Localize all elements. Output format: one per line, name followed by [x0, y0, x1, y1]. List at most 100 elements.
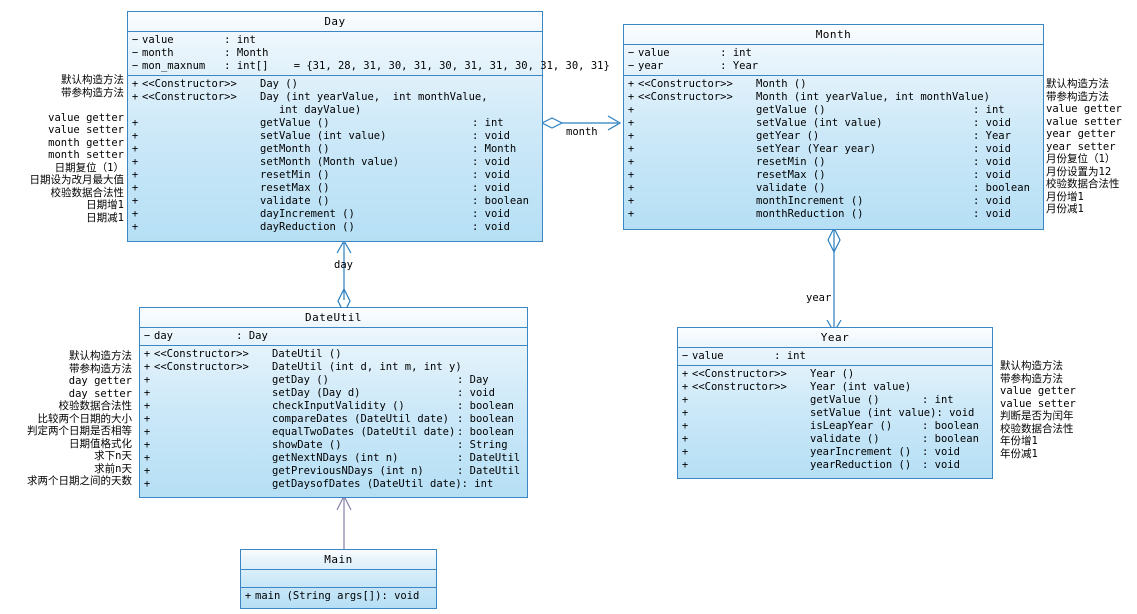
annotation-line: value getter	[1046, 103, 1122, 115]
annotation-line: 带参构造方法	[1000, 372, 1063, 385]
annotation-line: year getter	[1046, 128, 1116, 140]
class-methods-main: +main (String args[]): void	[241, 588, 436, 605]
class-methods-day: +<<Constructor>>Day ()+<<Constructor>>Da…	[128, 76, 542, 236]
attribute-signature: month : Month	[142, 47, 269, 59]
return-type: : void	[922, 446, 960, 458]
class-box-day[interactable]: Day −value : int−month : Month−mon_maxnu…	[127, 11, 610, 242]
method-signature: DateUtil (int d, int m, int y)	[272, 361, 462, 373]
visibility-marker: +	[131, 156, 139, 168]
stereotype-label: <<Constructor>>	[154, 361, 249, 373]
annotation-line: 日期减1	[86, 211, 124, 224]
method-signature: Day (int yearValue, int monthValue,	[260, 91, 488, 103]
method-row: +getYear (): Year	[624, 130, 1043, 143]
stereotype-label: <<Constructor>>	[638, 91, 733, 103]
return-type: : void	[472, 182, 510, 194]
class-methods-month: +<<Constructor>>Month ()+<<Constructor>>…	[624, 76, 1043, 223]
visibility-marker: +	[131, 78, 139, 90]
method-signature: main (String args[])	[255, 590, 382, 602]
annotation-line: 校验数据合法性	[1000, 422, 1074, 435]
method-row: +setValue (int value): void	[678, 407, 992, 420]
method-signature: dayIncrement ()	[260, 208, 355, 220]
visibility-marker: +	[131, 91, 139, 103]
return-type: : Month	[472, 143, 517, 155]
method-row: +resetMin (): void	[128, 169, 542, 182]
dependency-main-dateutil	[336, 494, 352, 549]
return-type: : void	[472, 156, 510, 168]
class-methods-dateutil: +<<Constructor>>DateUtil ()+<<Constructo…	[140, 346, 527, 493]
class-attributes-main	[241, 570, 436, 588]
annotation-line: 带参构造方法	[69, 362, 132, 375]
return-type: : int	[461, 478, 494, 490]
visibility-marker: +	[143, 439, 151, 451]
attribute-signature: value : int	[638, 47, 752, 59]
method-signature: checkInputValidity ()	[272, 400, 405, 412]
method-row: +<<Constructor>> DateUtil (int d, int m, …	[140, 361, 527, 374]
method-signature: getMonth ()	[260, 143, 330, 155]
class-box-main[interactable]: Main +main (String args[]): void	[240, 549, 437, 609]
method-row: +<<Constructor>>Day (int yearValue, int …	[128, 91, 542, 104]
class-title-dateutil: DateUtil	[140, 308, 527, 328]
method-signature: validate ()	[810, 433, 880, 445]
annotation-line: 月份复位（1）	[1046, 153, 1116, 165]
class-attributes-year: −value : int	[678, 348, 992, 366]
visibility-marker: +	[627, 169, 635, 181]
method-signature: Month (int yearValue, int monthValue)	[756, 91, 990, 103]
stereotype-label: <<Constructor>>	[692, 368, 787, 380]
class-box-dateutil[interactable]: DateUtil −day : Day +<<Constructor>>Date…	[139, 307, 528, 498]
return-type: : int	[472, 117, 504, 129]
method-signature: setDay (Day d)	[272, 387, 361, 399]
method-row: +yearReduction (): void	[678, 459, 992, 472]
association-dateutil-day	[336, 239, 352, 315]
return-type: : Year	[973, 130, 1011, 142]
attribute-signature: value : int	[692, 350, 806, 362]
annotation-line: 带参构造方法	[61, 86, 124, 99]
class-box-year[interactable]: Year −value : int +<<Constructor>>Year (…	[677, 327, 993, 479]
method-row: +monthReduction (): void	[624, 208, 1043, 221]
visibility-marker: +	[627, 143, 635, 155]
method-row: +showDate (): String	[140, 439, 527, 452]
method-signature: monthReduction ()	[756, 208, 864, 220]
method-row: +validate (): boolean	[624, 182, 1043, 195]
method-signature: getDay ()	[272, 374, 329, 386]
visibility-marker: +	[627, 130, 635, 142]
attribute-signature: year : Year	[638, 60, 759, 72]
visibility-marker: +	[681, 407, 689, 419]
stereotype-label: <<Constructor>>	[692, 381, 787, 393]
return-type: : void	[973, 195, 1011, 207]
annotation-line: 默认构造方法	[61, 74, 124, 86]
method-signature: monthIncrement ()	[756, 195, 864, 207]
annotation-line: 默认构造方法	[69, 350, 132, 362]
annotation-line: value getter	[1000, 385, 1076, 397]
annotation-line: 年份减1	[1000, 447, 1038, 460]
visibility-marker: −	[627, 47, 635, 59]
class-box-month[interactable]: Month −value : int−year : Year + <<Constr…	[623, 24, 1044, 230]
attribute-signature: value : int	[142, 34, 256, 46]
method-signature: setValue (int value)	[260, 130, 387, 142]
visibility-marker: +	[143, 361, 151, 373]
annotation-line: 月份增1	[1046, 190, 1084, 203]
method-signature: getValue ()	[260, 117, 330, 129]
method-signature: DateUtil ()	[272, 348, 342, 360]
method-row: +setYear (Year year): void	[624, 143, 1043, 156]
attribute-row: −year : Year	[624, 60, 1043, 73]
class-title-month: Month	[624, 25, 1043, 45]
association-month-year	[826, 226, 842, 334]
attribute-row: −day : Day	[140, 330, 527, 343]
method-row: +setValue (int value): void	[128, 130, 542, 143]
attribute-signature: mon_maxnum : int[] = {31, 28, 31, 30, 31…	[142, 60, 610, 72]
return-type: : void	[973, 143, 1011, 155]
stereotype-label: <<Constructor>>	[142, 78, 237, 90]
return-type: : boolean	[922, 420, 979, 432]
attribute-row: −month : Month	[128, 47, 542, 60]
return-type: : int	[973, 104, 1005, 116]
visibility-marker: +	[143, 413, 151, 425]
visibility-marker: +	[131, 208, 139, 220]
visibility-marker: +	[627, 195, 635, 207]
class-attributes-day: −value : int−month : Month−mon_maxnum : …	[128, 32, 610, 76]
method-signature: getPreviousNDays (int n)	[272, 465, 424, 477]
edge-label-month: month	[566, 126, 598, 138]
annotation-line	[0, 99, 124, 112]
annotation-line: 校验数据合法性	[50, 186, 125, 199]
